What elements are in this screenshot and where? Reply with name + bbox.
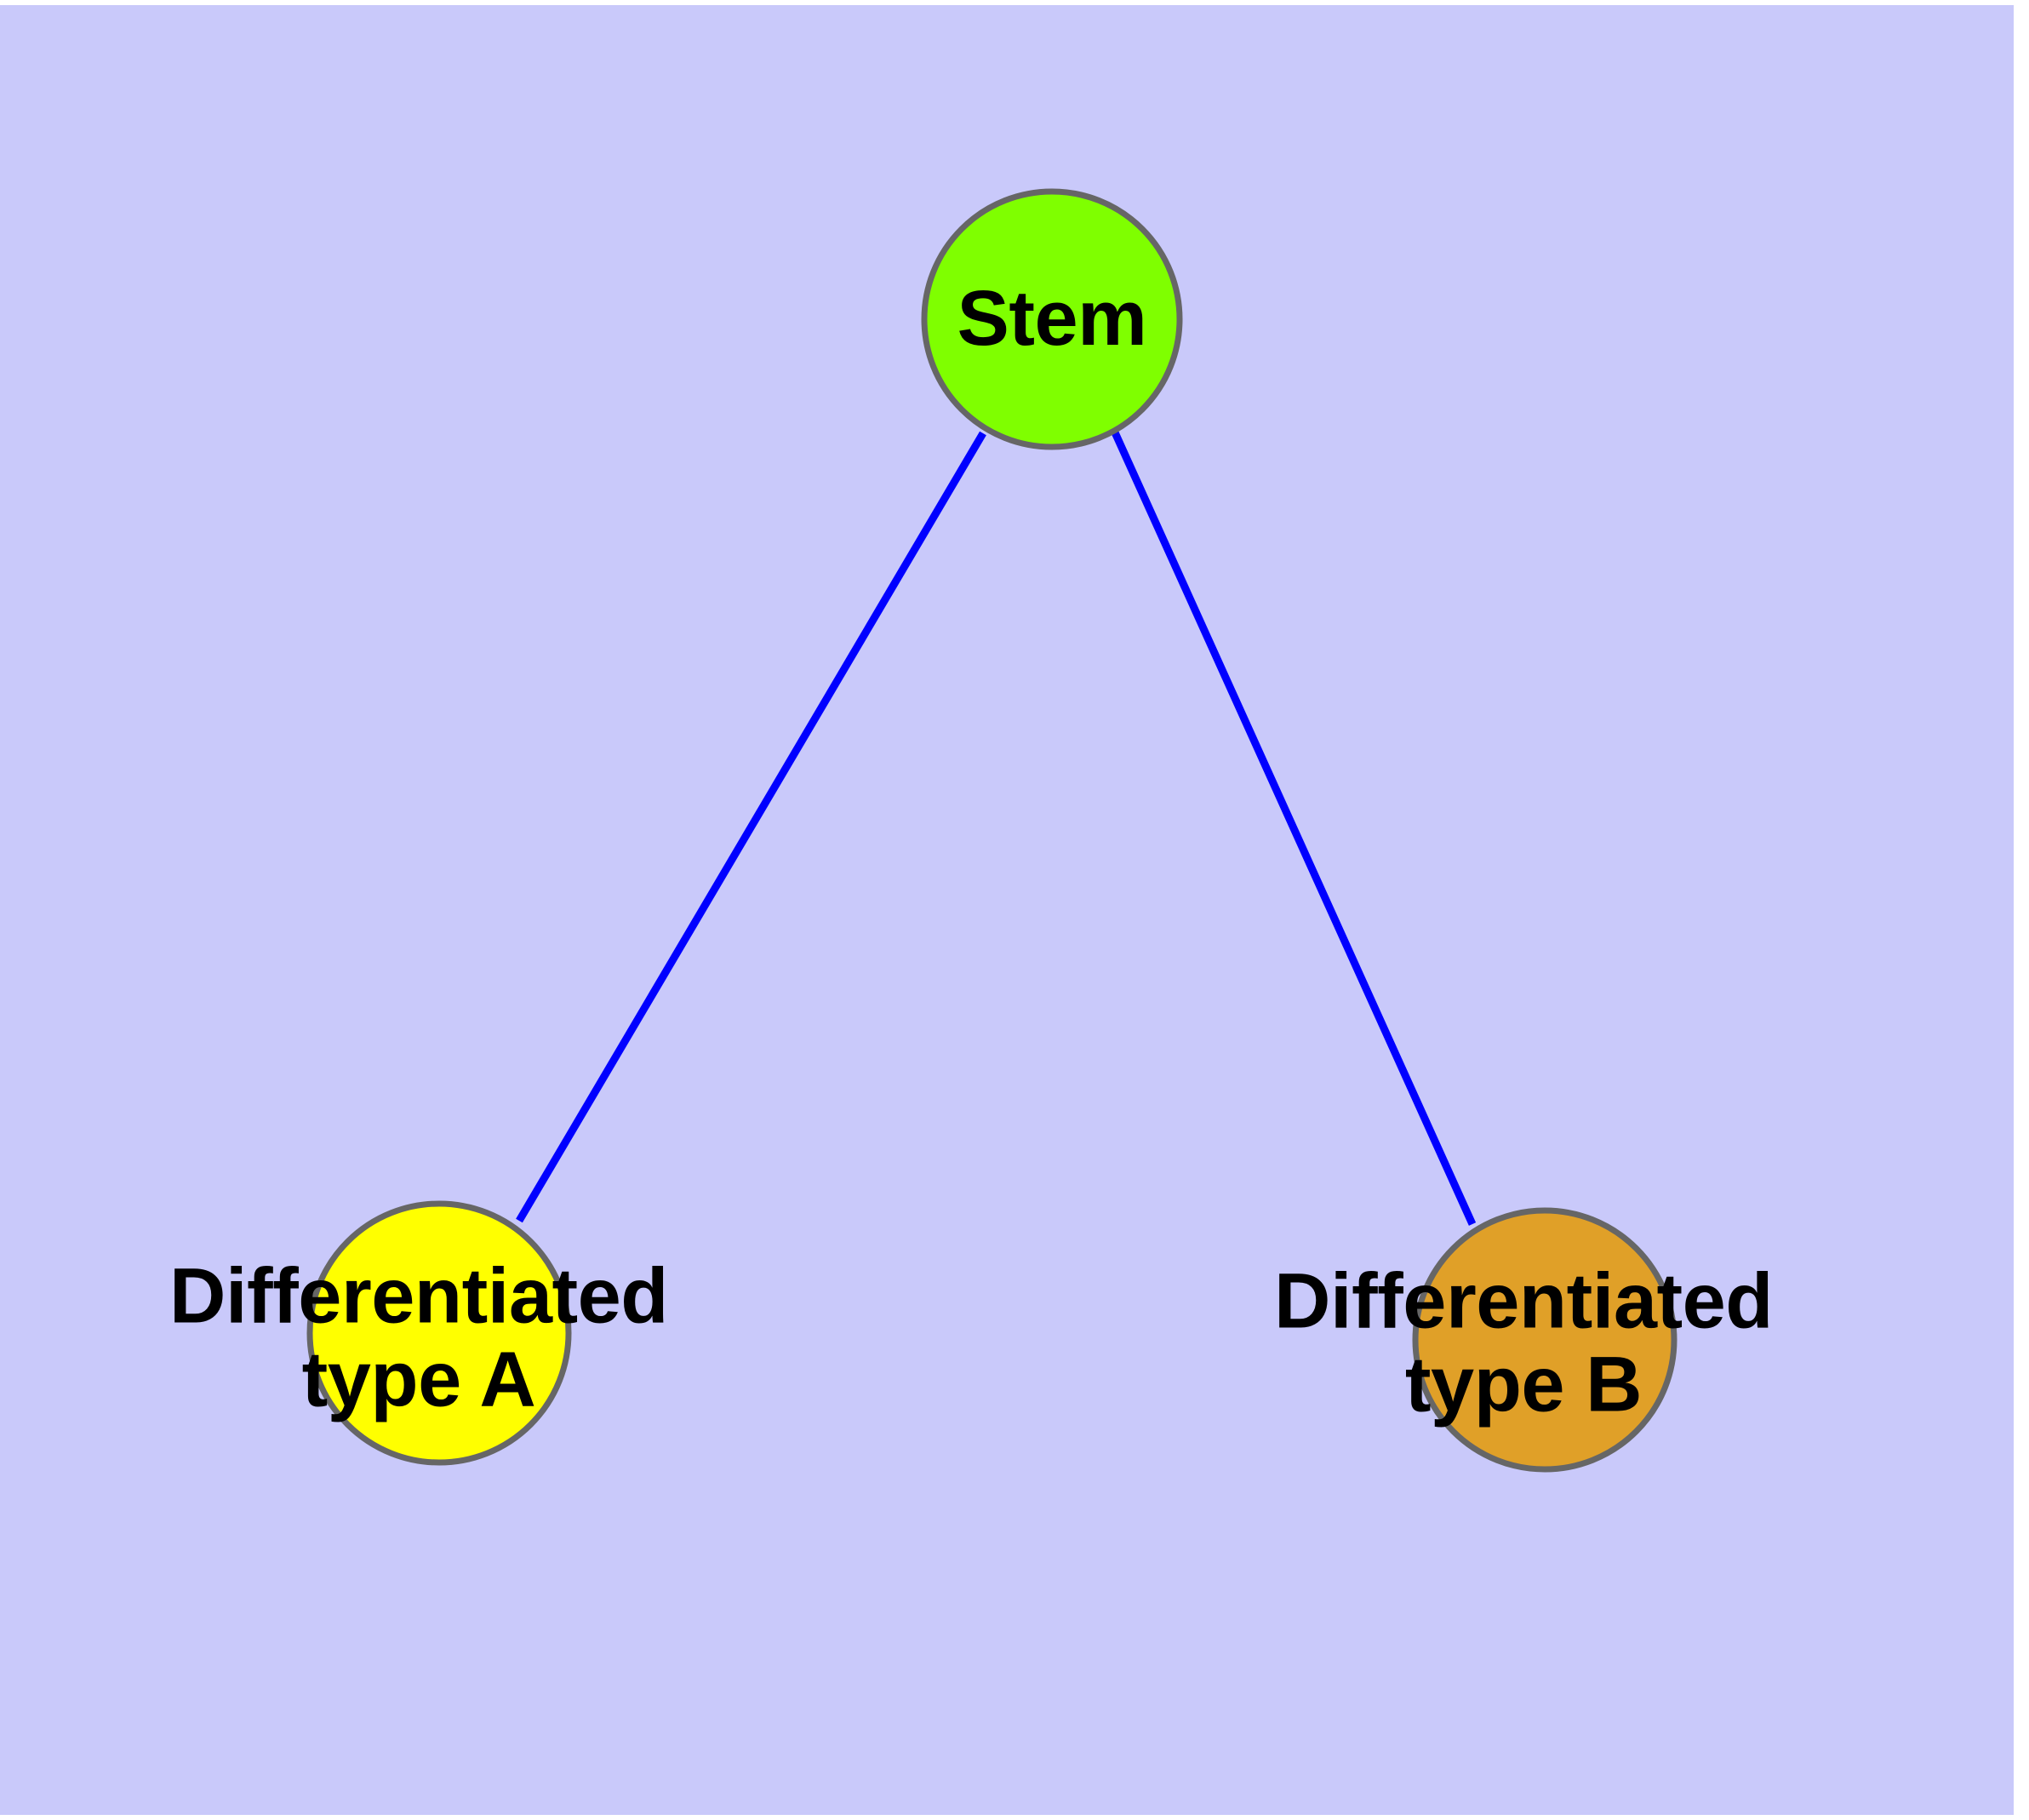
node-circle-differentiated-type-b[interactable] xyxy=(1412,1207,1677,1473)
edge-stem-to-differentiated-type-b xyxy=(1111,431,1477,1226)
node-circle-stem[interactable] xyxy=(921,188,1183,450)
edge-stem-to-differentiated-type-a xyxy=(516,431,986,1223)
edge-layer xyxy=(516,431,1477,1226)
node-circle-differentiated-type-a[interactable] xyxy=(306,1200,572,1466)
node-layer xyxy=(306,188,1677,1473)
